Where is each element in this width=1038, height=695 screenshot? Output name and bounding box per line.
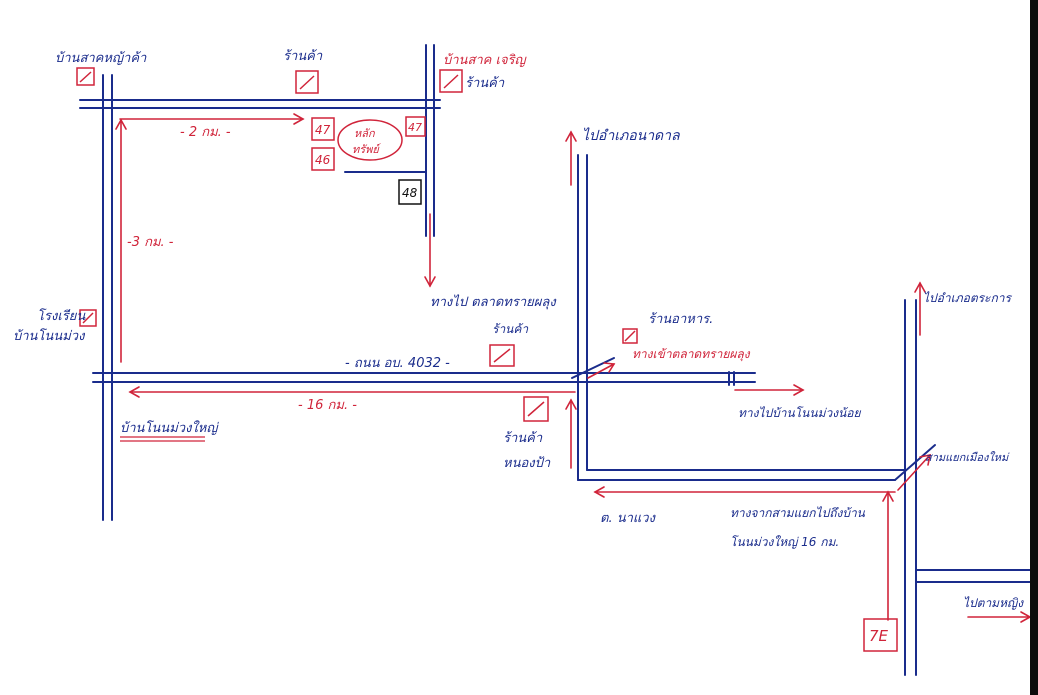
mid-shop-label: ร้านค้า	[492, 322, 529, 336]
junction-label: สามแยกเมืองใหม่	[925, 451, 1010, 464]
top-right-house-label: บ้านสาค เจริญ	[443, 53, 528, 68]
arrow-junction-line	[897, 454, 931, 491]
arrow-2km-head	[293, 113, 305, 125]
lot-47-right-label: 47	[408, 121, 422, 134]
to-small-village-label: ทางไปบ้านโนนม่วงน้อย	[738, 406, 861, 420]
lot-48-label: 48	[402, 186, 418, 200]
school-mark	[82, 312, 94, 324]
diner-box	[622, 328, 638, 344]
subdistrict-label: ต. นาแวง	[600, 511, 657, 526]
arrow-east-head	[793, 384, 805, 396]
route-label-line2: โนนม่วงใหญ่ 16 กม.	[730, 535, 839, 549]
shop-nong-label-line1: ร้านค้า	[503, 431, 543, 446]
route-arrows	[115, 113, 1032, 623]
diner-label: ร้านอาหาร.	[648, 312, 713, 327]
school-label-line2: บ้านโนนม่วง	[13, 328, 86, 344]
top-right-shop-mark	[443, 74, 459, 89]
top-left-house-box	[76, 67, 95, 86]
shop-nong-mark	[527, 401, 545, 417]
scan-edge	[1030, 0, 1038, 695]
landmark-label-line1: หลัก	[354, 127, 376, 140]
top-mid-shop-label: ร้านค้า	[283, 49, 323, 64]
lot-47-left-label: 47	[315, 123, 331, 137]
diner-diagonal-road	[571, 357, 615, 379]
mid-shop-box	[489, 344, 515, 367]
to-district-top-label: ไปอำเภอนาดาล	[582, 127, 681, 144]
arrow-down-head	[424, 276, 436, 288]
arrow-up-shop-head	[565, 398, 577, 410]
shop-nong-label-line2: หนองป้า	[503, 456, 551, 471]
top-right-shop-label: ร้านค้า	[465, 76, 505, 91]
arrow-lower-head	[593, 486, 605, 498]
top-mid-shop-mark	[299, 75, 315, 90]
diner-road-label: ทางเข้าตลาดทรายผลุง	[632, 347, 751, 362]
diner-mark	[624, 330, 636, 342]
junction-diagonal-road	[894, 444, 936, 481]
school-box	[79, 309, 97, 327]
road-name-label: - ถนน อบ. 4032 -	[345, 356, 450, 371]
arrow-up-top-head	[565, 130, 577, 142]
labels: บ้านสาคหญ้าค้า ร้านค้า บ้านสาค เจริญ ร้า…	[13, 49, 1024, 645]
lot-48-box	[398, 179, 422, 205]
roads	[79, 44, 1031, 676]
arrow-diner-head	[603, 362, 616, 373]
shop-nong-box	[523, 396, 549, 422]
to-district-right-label: ไปอำเภอตระการ	[923, 291, 1013, 305]
markers	[76, 67, 898, 652]
arrow-16km-head	[128, 386, 140, 398]
landmark-ellipse	[337, 119, 403, 161]
top-left-house-label: บ้านสาคหญ้าค้า	[55, 51, 147, 66]
dist-16km-label: - 16 กม. -	[298, 398, 357, 413]
top-right-shop-box	[439, 69, 463, 93]
lot-47-right-box	[405, 116, 426, 137]
dist-2km-label: - 2 กม. -	[180, 125, 231, 140]
top-mid-shop-box	[295, 70, 319, 94]
dist-3km-label: -3 กม. -	[127, 235, 174, 250]
arrow-right-up-head	[882, 490, 894, 502]
seven-eleven-label: 7E	[869, 627, 889, 645]
top-left-house-mark	[79, 71, 92, 83]
arrow-3km-head	[115, 118, 127, 130]
arrow-junction-head	[919, 453, 932, 466]
village-big-label: บ้านโนนม่วงใหญ่	[120, 420, 219, 436]
arrow-diner-line	[587, 363, 615, 379]
school-label-line1: โรงเรียน	[37, 308, 86, 324]
lot-46-box	[311, 147, 335, 171]
arrow-right-top-head	[914, 281, 926, 293]
mid-shop-mark	[493, 348, 511, 363]
lot-47-left-box	[311, 117, 335, 141]
to-tambon-label: ทางไป ตลาดทรายผลุง	[430, 294, 557, 310]
seven-eleven-box	[863, 618, 898, 652]
route-label-line1: ทางจากสามแยกไปถึงบ้าน	[730, 506, 866, 520]
landmark-label-line2: ทรัพย์	[352, 143, 382, 156]
bottom-right-label: ไปตามหญิง	[963, 596, 1024, 610]
lot-46-label: 46	[315, 153, 331, 167]
